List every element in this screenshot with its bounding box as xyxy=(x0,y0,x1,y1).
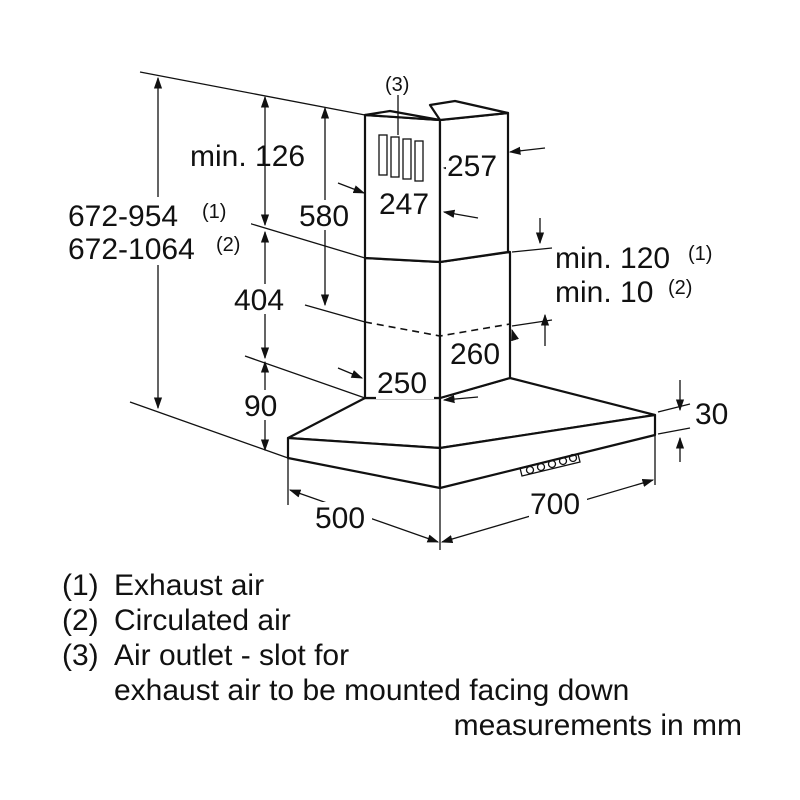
legend-item-outlet: (3) Air outlet - slot for xyxy=(62,638,762,673)
legend: (1) Exhaust air (2) Circulated air (3) A… xyxy=(62,568,762,743)
label-chimney-upper-height: 580 xyxy=(299,200,349,233)
legend-item-exhaust: (1) Exhaust air xyxy=(62,568,762,603)
label-hood-width: 700 xyxy=(530,488,580,521)
units-note: measurements in mm xyxy=(453,709,742,742)
label-total-range-2-ref: (2) xyxy=(216,234,240,256)
legend-item-number: (3) xyxy=(62,639,99,672)
label-total-range-1-ref: (1) xyxy=(202,201,226,223)
label-canopy-height: 90 xyxy=(244,390,277,423)
upper-chimney-top-flap xyxy=(428,99,510,122)
label-gap-circulated: min. 10 xyxy=(555,276,653,309)
label-total-range-2: 672-1064 xyxy=(68,233,195,266)
upper-chimney-side xyxy=(438,111,510,264)
legend-item-text: Exhaust air xyxy=(114,569,265,602)
label-hood-depth: 500 xyxy=(315,502,365,535)
legend-item-number: (1) xyxy=(62,569,99,602)
control-buttons xyxy=(519,453,581,477)
label-min-top: min. 126 xyxy=(190,140,305,173)
label-outlet-ref: (3) xyxy=(385,74,409,96)
label-upper-width: 257 xyxy=(447,150,497,183)
legend-item-outlet-continued: exhaust air to be mounted facing down xyxy=(114,674,630,707)
label-canopy-edge: 30 xyxy=(695,398,728,431)
label-gap-exhaust-ref: (1) xyxy=(688,243,712,265)
label-upper-depth: 247 xyxy=(379,188,429,221)
label-total-range-1: 672-954 xyxy=(68,200,178,233)
legend-item-text: Air outlet - slot for xyxy=(114,639,350,672)
canopy-front-left xyxy=(286,436,442,490)
label-lower-width: 260 xyxy=(450,338,500,371)
label-chimney-lower-height: 404 xyxy=(234,284,284,317)
label-lower-depth: 250 xyxy=(377,367,427,400)
upper-chimney-top-flap-left xyxy=(363,109,442,122)
legend-item-number: (2) xyxy=(62,604,99,637)
dimension-labels: (3) min. 126 672-954 (1) 672-1064 (2) 58… xyxy=(66,73,728,535)
air-outlet-slots xyxy=(378,134,424,182)
label-gap-circulated-ref: (2) xyxy=(668,277,692,299)
cooker-hood-dimension-drawing: (3) min. 126 672-954 (1) 672-1064 (2) 58… xyxy=(66,71,728,550)
section-line xyxy=(364,321,511,337)
legend-item-circulated: (2) Circulated air xyxy=(62,603,762,638)
legend-item-text: Circulated air xyxy=(114,604,291,637)
label-gap-exhaust: min. 120 xyxy=(555,242,670,275)
